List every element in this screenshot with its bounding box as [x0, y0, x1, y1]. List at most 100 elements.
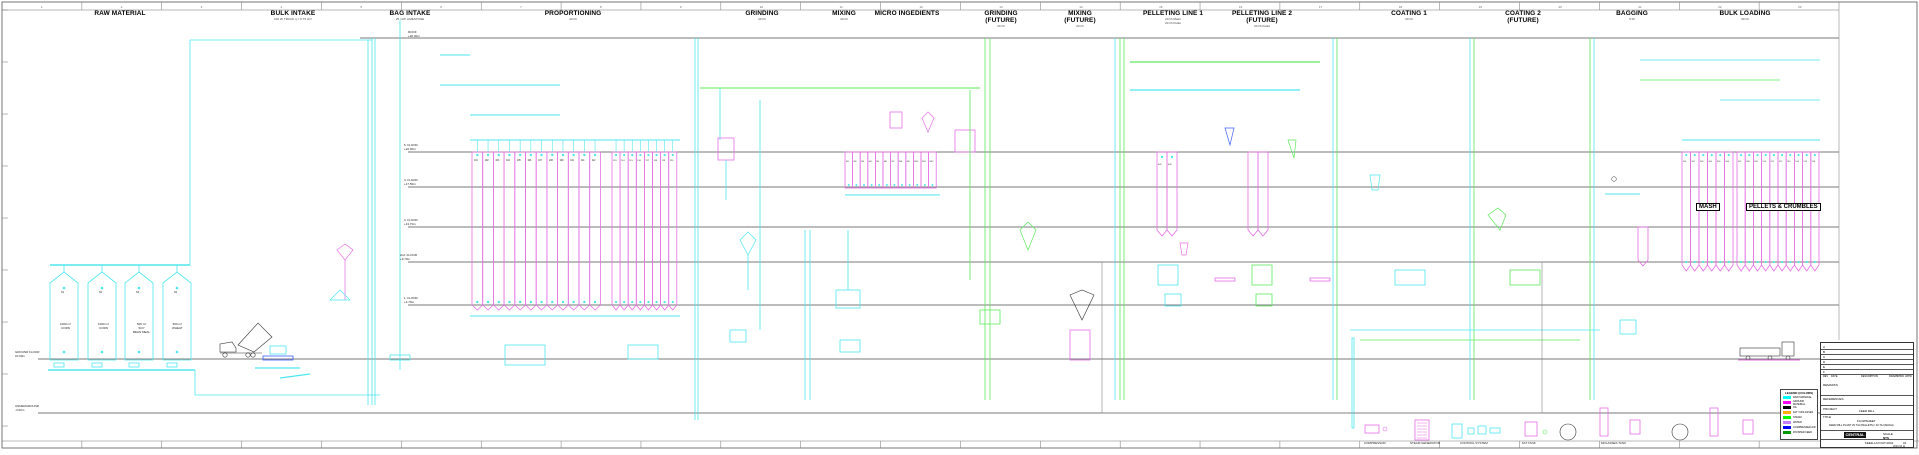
- legend-title: LEGEND (COLORS): [1784, 391, 1814, 395]
- level-sensor-icon: [631, 153, 634, 157]
- tb-divider: [1821, 364, 1913, 365]
- grid-number: 9: [680, 5, 682, 9]
- level-label-4: 4. FLOOR+17.50m: [404, 178, 418, 186]
- level-sensor-icon: [639, 153, 642, 157]
- grid-number: 1: [41, 5, 43, 9]
- level-sensor-icon: [1772, 153, 1775, 157]
- section-subtitle-grinding-future: 20 t/h: [997, 24, 1005, 28]
- bin-tag: M3: [861, 161, 865, 163]
- bulk-truck-cab: [1781, 341, 1795, 357]
- level-elev: +13.70m: [404, 222, 416, 226]
- revision-mark: E: [1823, 365, 1826, 369]
- level-label-1: 1. FLOOR+4.70m: [404, 296, 418, 304]
- pellet-conditioner-bin: [1156, 151, 1168, 237]
- silo-tag: S3: [136, 291, 140, 294]
- pellet-loading-bin: [1744, 151, 1754, 272]
- future-cyclone: [1287, 139, 1297, 159]
- level-sensor-icon: [901, 184, 903, 186]
- level-sensor-icon: [1805, 153, 1808, 157]
- silo-tag: S4: [174, 291, 178, 294]
- bin-tag: M2: [854, 161, 858, 163]
- pellet-loading-bin: [1761, 151, 1771, 272]
- level-sensor-icon: [476, 153, 479, 157]
- bin-tag: 120: [670, 160, 674, 162]
- proportioning-bin: [503, 151, 516, 311]
- legend-item: STEAM: [1783, 415, 1817, 420]
- pellet-loading-bin: [1769, 151, 1779, 272]
- pellet-loading-bin: [1736, 151, 1746, 272]
- pellet-loading-bin: [1785, 151, 1795, 272]
- hammer-mill-small: [336, 243, 354, 261]
- level-sensor-icon: [1685, 260, 1688, 264]
- legend-item: COMPRESSED AIR: [1783, 425, 1817, 430]
- micro-ingredient-bin: [920, 151, 929, 189]
- section-subtitle-bulk-loading: 60 t/h: [1741, 17, 1749, 21]
- utility-label-compressor: COMPRESSOR: [1364, 441, 1386, 445]
- legend-label: FINISHED FEED: [1793, 431, 1813, 434]
- level-sensor-icon: [923, 184, 926, 186]
- level-sensor-icon: [1710, 153, 1713, 157]
- bin-tag: 115: [629, 160, 633, 162]
- level-sensor-icon: [62, 286, 66, 290]
- steam-generator: [1414, 419, 1430, 441]
- zone-label-mash: MASH: [1696, 203, 1720, 211]
- legend-swatch: [1783, 396, 1791, 399]
- level-sensor-icon: [175, 286, 179, 290]
- screw-conveyor-unit: [91, 362, 103, 368]
- bin-tag: 101: [474, 160, 479, 162]
- level-sensor-icon: [893, 184, 896, 186]
- section-title-proportioning: PROPORTIONING: [544, 10, 602, 17]
- micro-ingredient-bin: [875, 151, 884, 189]
- level-elev: +4.70m: [404, 300, 415, 304]
- level-elev: +22.00m: [404, 147, 416, 151]
- level-sensor-icon: [931, 184, 934, 186]
- grid-number: 21: [1638, 5, 1642, 9]
- legend-item: RAW MATERIAL: [1783, 395, 1817, 400]
- proportioning-bin: [644, 151, 653, 311]
- legend-swatch: [1783, 421, 1791, 424]
- section-title-raw-material: RAW MATERIAL: [94, 10, 146, 17]
- silo-product: CORN: [99, 326, 108, 330]
- section-title-grinding-future: GRINDING (FUTURE): [984, 10, 1018, 24]
- micro-ingredient-bin: [867, 151, 876, 189]
- level-sensor-icon: [1727, 260, 1730, 264]
- tanker-truck-icon: [1559, 423, 1577, 441]
- bin-tag: 508: [1746, 161, 1750, 163]
- bagging-machine: [1619, 319, 1637, 335]
- future-mixer: [1069, 329, 1091, 361]
- coater-1: [1394, 269, 1426, 286]
- micro-ingredient-bin: [859, 151, 869, 189]
- plot-date: 2023.03.11: [1893, 445, 1906, 448]
- pipe-line: [1351, 337, 1355, 429]
- level-sensor-icon: [1719, 153, 1722, 157]
- level-sensor-icon: [551, 153, 554, 157]
- bin-tag: M6: [884, 161, 888, 163]
- tanker-truck-icon: [1671, 423, 1689, 441]
- level-sensor-icon: [1781, 260, 1784, 264]
- raw-material-silo: [162, 271, 192, 361]
- level-name: GROUND FLOOR: [15, 350, 40, 354]
- molasses-tank: [1709, 407, 1719, 437]
- intake-hopper: [269, 345, 287, 355]
- level-sensor-icon: [62, 350, 66, 354]
- mash-loading-bin: [1690, 151, 1700, 272]
- level-sensor-icon: [540, 300, 543, 304]
- bin-tag: M7: [892, 161, 896, 163]
- level-sensor-icon: [1693, 260, 1696, 264]
- micro-ingredient-bin: [928, 151, 937, 189]
- level-sensor-icon: [572, 153, 575, 157]
- grid-number: 23: [1798, 5, 1802, 9]
- level-sensor-icon: [518, 300, 522, 304]
- proportioning-bin: [471, 151, 484, 311]
- revision-header-cell: CHKD: [1897, 375, 1905, 378]
- bin-tag: 516: [1812, 161, 1816, 163]
- pellet-conditioner-bin: [1166, 151, 1178, 237]
- micro-ingredient-bin: [844, 151, 853, 189]
- level-elev: +9.70m: [400, 257, 411, 261]
